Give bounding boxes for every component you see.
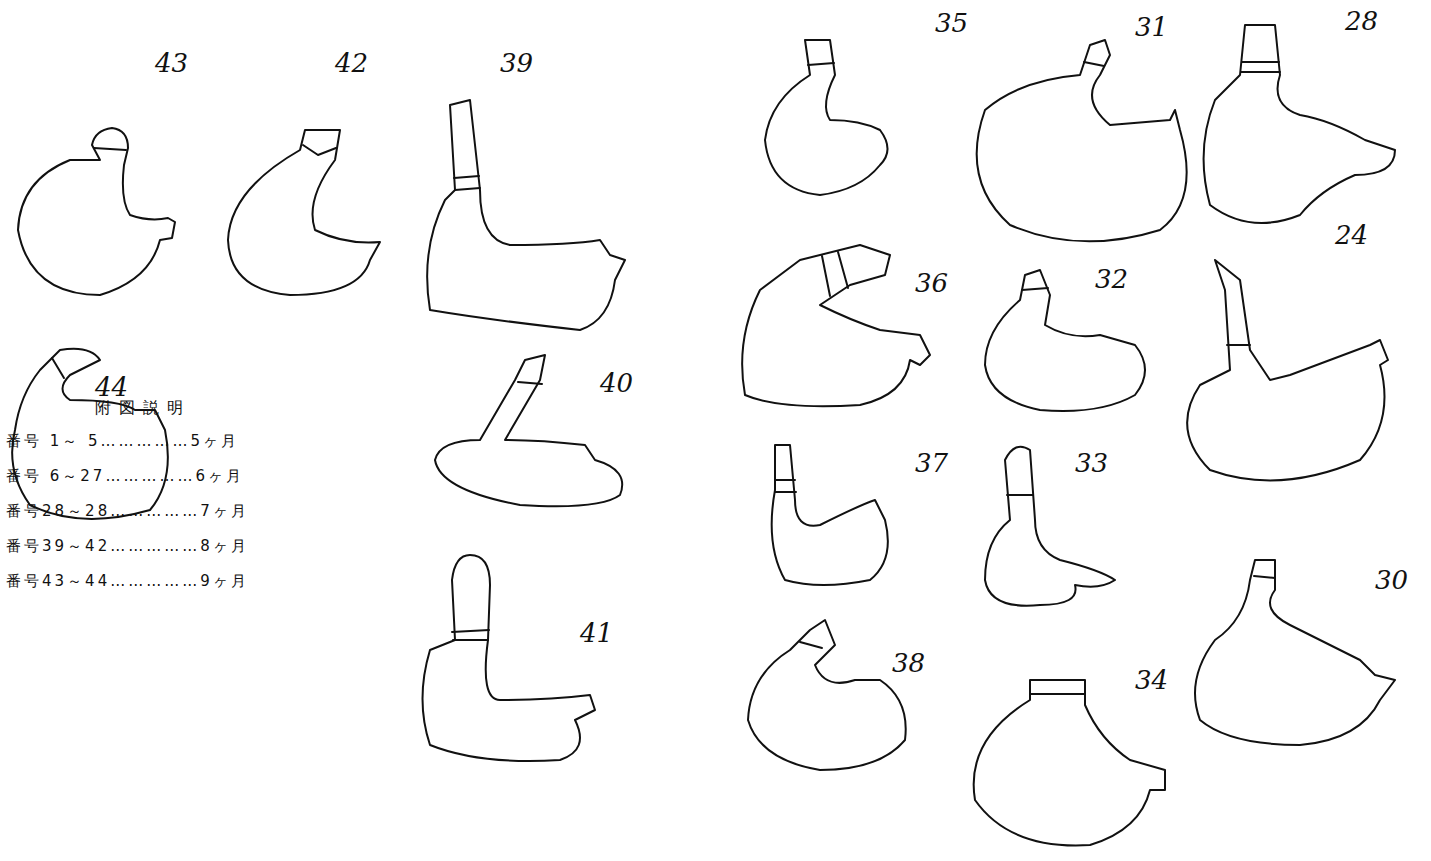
callout-number: 30 [1375, 565, 1408, 595]
callout-number: 41 [580, 618, 613, 648]
callout-number: 43 [155, 48, 188, 78]
callout-number: 31 [1135, 12, 1168, 42]
callout-number: 36 [915, 268, 948, 298]
callout-number: 34 [1135, 665, 1168, 695]
callout-number: 44 [95, 372, 128, 402]
legend-line: 番号43～44……………9ヶ月 [6, 572, 249, 591]
callout-number: 35 [935, 8, 968, 38]
callout-number: 42 [335, 48, 368, 78]
callout-number: 38 [892, 648, 925, 678]
legend-heading: 附図説明 [95, 398, 191, 419]
callout-number: 39 [500, 48, 533, 78]
legend-line: 番号28～28……………7ヶ月 [6, 502, 249, 521]
callout-number: 40 [600, 368, 633, 398]
legend-line: 番号 6～27……………6ヶ月 [6, 467, 244, 486]
callout-number: 32 [1095, 264, 1128, 294]
legend-line: 番号 1～ 5……………5ヶ月 [6, 432, 239, 451]
callout-number: 24 [1335, 220, 1368, 250]
callout-number: 28 [1345, 6, 1378, 36]
callout-number: 37 [915, 448, 948, 478]
callout-number: 33 [1075, 448, 1108, 478]
legend-line: 番号39～42……………8ヶ月 [6, 537, 249, 556]
